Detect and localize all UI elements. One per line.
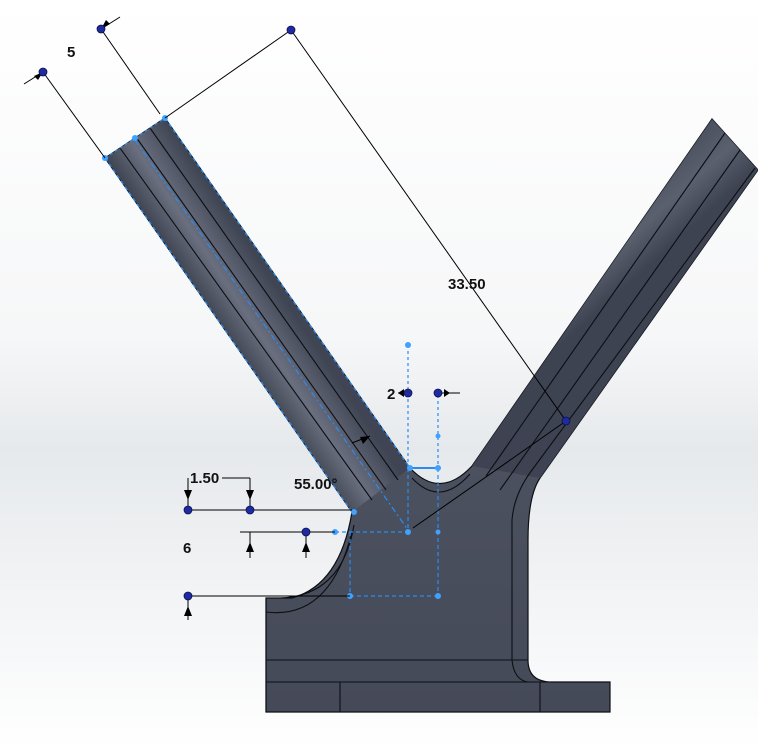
- sketch-point[interactable]: [435, 465, 441, 471]
- sketch-point[interactable]: [351, 509, 357, 515]
- dim-arm-thickness[interactable]: 5: [67, 44, 75, 61]
- dim-point[interactable]: [301, 527, 311, 537]
- dim-arm-length[interactable]: 33.50: [448, 276, 486, 293]
- right-arm-edges: [485, 132, 756, 521]
- dim-point[interactable]: [183, 591, 193, 601]
- sketch-point[interactable]: [435, 593, 441, 599]
- dim-point[interactable]: [286, 25, 296, 35]
- dim-point[interactable]: [38, 67, 48, 77]
- sketch-point[interactable]: [132, 135, 138, 141]
- sketch-point[interactable]: [405, 342, 411, 348]
- left-arm-edges: [119, 127, 399, 501]
- base-plate-edges: [265, 598, 610, 712]
- sketch-point[interactable]: [407, 465, 413, 471]
- sketch-left-arm-center[interactable]: [134, 139, 409, 531]
- sketch-point[interactable]: [435, 433, 441, 439]
- dim-point[interactable]: [403, 388, 413, 398]
- sketch-left-arm-outer[interactable]: [104, 157, 353, 513]
- dim-slot-width[interactable]: 2: [387, 386, 395, 403]
- dim-point[interactable]: [561, 416, 571, 426]
- dim-point[interactable]: [96, 24, 106, 34]
- valley-fillet-edge: [411, 473, 471, 493]
- dim-point[interactable]: [433, 388, 443, 398]
- dim-point[interactable]: [183, 505, 193, 515]
- sketch-point[interactable]: [405, 529, 411, 535]
- dimension-endpoints[interactable]: [38, 24, 571, 601]
- sketch-left-arm-top[interactable]: [164, 117, 411, 469]
- sketch-geometry[interactable]: [104, 117, 439, 597]
- dim-offset[interactable]: 1.50: [190, 470, 219, 487]
- dim-point[interactable]: [245, 505, 255, 515]
- dim-height[interactable]: 6: [183, 540, 191, 557]
- dim-angle[interactable]: 55.00°: [294, 476, 338, 493]
- sketch-point[interactable]: [435, 529, 441, 535]
